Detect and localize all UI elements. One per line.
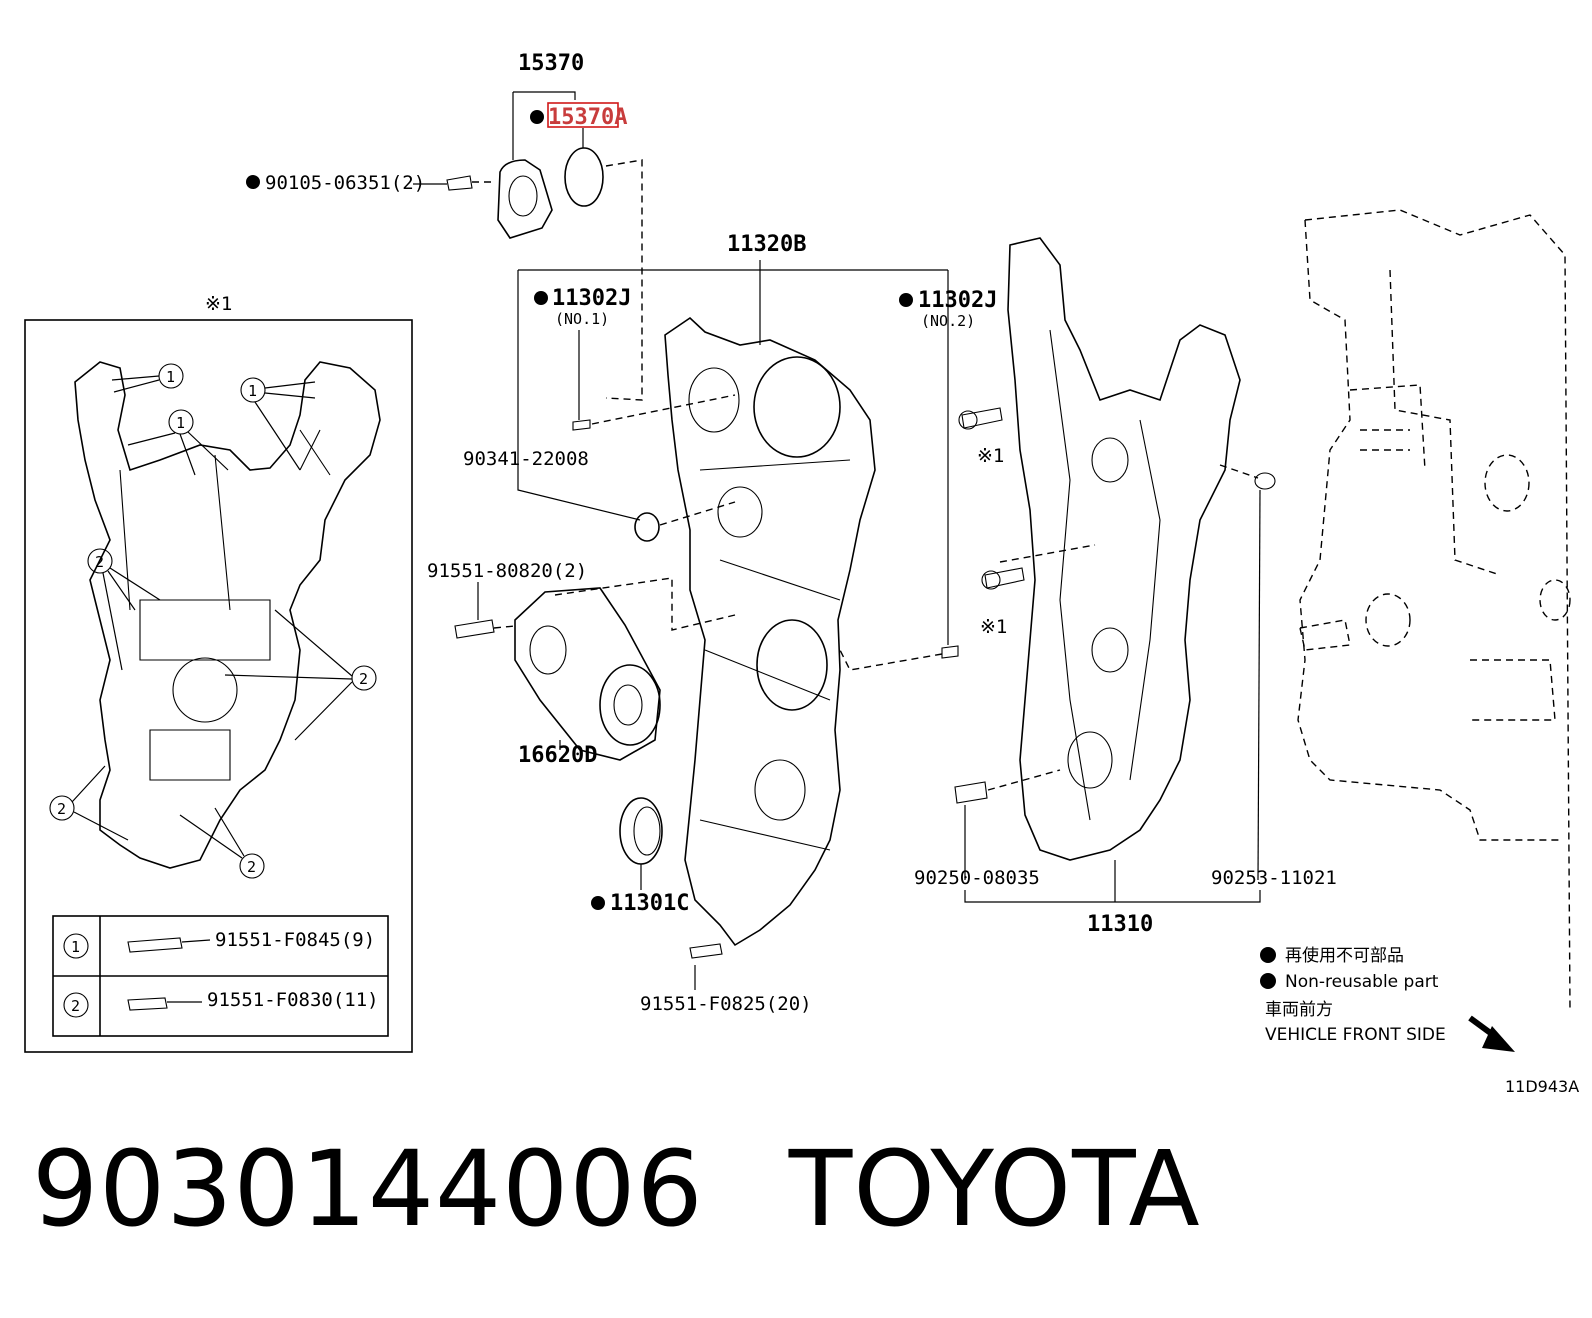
dowel-pin-90250 [954,781,988,804]
callout-1-c: 1 [127,409,229,476]
label-11302J-no2: 11302J [918,288,997,313]
cover-cam-hole [753,356,841,458]
callout-2-b: 2 [224,609,377,741]
callout-1-b: 1 [240,377,316,471]
svg-text:1: 1 [248,382,257,400]
legend-en: Non-reusable part [1285,972,1439,992]
table-row-1-num: 1 [71,938,80,956]
label-15370A: 15370A [548,105,627,130]
label-15370: 15370 [518,51,584,76]
pump-group: 15370 15370A 90105-06351(2) [246,51,643,401]
chain-case-body [1007,237,1241,861]
label-91551-80820: 91551-80820(2) [427,560,587,582]
chain-case-group: ※1 ※1 90250-08035 90253-11021 11310 [914,237,1337,937]
nonreusable-dot-11301C [591,896,605,910]
label-11320B: 11320B [727,232,806,257]
label-90253: 90253-11021 [1211,867,1337,889]
label-90105: 90105-06351(2) [265,172,425,194]
brand-name: TOYOTA [788,1128,1201,1250]
callout-2-c: 2 [49,765,129,841]
product-caption: 9030144006 TOYOTA [32,1128,1286,1250]
oil-seal-11301C [619,797,663,865]
label-11302J-no1: 11302J [552,286,631,311]
inset-cover-outline [74,361,381,869]
part-number: 9030144006 [32,1128,704,1250]
callout-1-a: 1 [111,363,184,393]
legend: 再使用不可部品 Non-reusable part 車両前方 VEHICLE F… [1260,945,1579,1096]
tensioner-group: 91551-80820(2) 16620D [427,560,736,768]
svg-text:2: 2 [247,858,256,876]
reference-code: 11D943A [1505,1077,1579,1096]
nonreusable-dot-15370A [530,110,544,124]
parts-diagram: ※1 1 1 1 2 2 [24,51,1579,1096]
label-11310: 11310 [1087,912,1153,937]
tensioner-body [514,587,661,761]
nonreusable-dot-11302J-1 [534,291,548,305]
legend-dot-jp [1260,947,1276,963]
legend-dot-en [1260,973,1276,989]
highlight-box-15370A [547,102,619,128]
note-1b: ※1 [980,616,1007,638]
legend-jp: 再使用不可部品 [1285,945,1404,966]
label-16620D: 16620D [518,743,597,768]
timing-cover-body [664,316,876,947]
front-arrow-icon [1468,1015,1515,1052]
svg-text:2: 2 [57,800,66,818]
table-row-1-part: 91551-F0845(9) [215,929,375,951]
callout-2-d: 2 [179,807,265,879]
label-90250: 90250-08035 [914,867,1040,889]
label-91551-F0825: 91551-F0825(20) [640,993,812,1015]
dowel-pin-no1 [572,419,591,431]
o-ring [564,147,604,207]
front-side-en: VEHICLE FRONT SIDE [1265,1025,1446,1045]
engine-block [1297,209,1571,1011]
dowel-pin-no2 [941,645,959,659]
svg-text:2: 2 [359,670,368,688]
bolt-table: 1 91551-F0845(9) 2 91551-F0830(11) [52,915,389,1037]
note-1a: ※1 [977,445,1004,467]
water-pump-housing [497,159,553,239]
table-row-2-part: 91551-F0830(11) [207,989,379,1011]
table-row-2-num: 2 [71,997,80,1015]
svg-text:1: 1 [176,414,185,432]
label-90341: 90341-22008 [463,448,589,470]
svg-text:2: 2 [95,553,104,571]
timing-cover-group: 11320B 11302J (NO.1) 11302J (NO.2) 90341… [463,232,997,1015]
inset-crank-hole [172,657,238,723]
inset-title: ※1 [205,293,232,315]
nonreusable-dot-90105 [246,175,260,189]
front-side-jp: 車両前方 [1265,1000,1333,1020]
label-no1: (NO.1) [555,310,609,328]
nonreusable-dot-11302J-2 [899,293,913,307]
svg-text:1: 1 [166,368,175,386]
inset-panel: ※1 1 1 1 2 2 [24,293,413,1053]
callout-2-a: 2 [87,548,161,671]
plug-90341 [634,512,660,542]
label-11301C: 11301C [610,891,689,916]
